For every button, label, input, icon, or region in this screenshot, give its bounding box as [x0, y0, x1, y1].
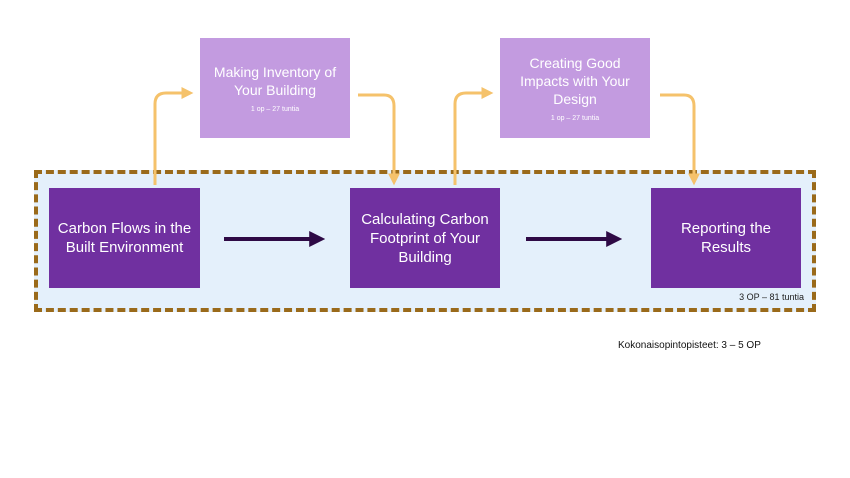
optional-step-inventory-title: Making Inventory of Your Building — [213, 63, 337, 98]
step-calculating-footprint: Calculating Carbon Footprint of Your Bui… — [350, 188, 500, 288]
step-reporting-results-title: Reporting the Results — [680, 220, 772, 256]
core-credits-label: 3 OP – 81 tuntia — [739, 292, 804, 302]
step-calculating-footprint-title: Calculating Carbon Footprint of Your Bui… — [361, 210, 489, 266]
step-reporting-results: Reporting the Results — [651, 188, 801, 288]
optional-step-good-impacts-credits: 1 op – 27 tuntia — [550, 114, 600, 122]
step-carbon-flows-title: Carbon Flows in the Built Environment — [57, 220, 192, 256]
branch-arrow-from-inventory — [358, 93, 400, 186]
branch-arrow-from-good-impacts — [660, 93, 700, 186]
optional-step-inventory-credits: 1 op – 27 tuntia — [250, 105, 300, 113]
total-credits-label: Kokonaisopintopisteet: 3 – 5 OP — [618, 340, 761, 351]
optional-step-inventory: Making Inventory of Your Building 1 op –… — [200, 38, 350, 138]
optional-step-good-impacts: Creating Good Impacts with Your Design 1… — [500, 38, 650, 138]
optional-step-good-impacts-title: Creating Good Impacts with Your Design — [520, 54, 630, 107]
step-carbon-flows: Carbon Flows in the Built Environment — [49, 188, 200, 288]
